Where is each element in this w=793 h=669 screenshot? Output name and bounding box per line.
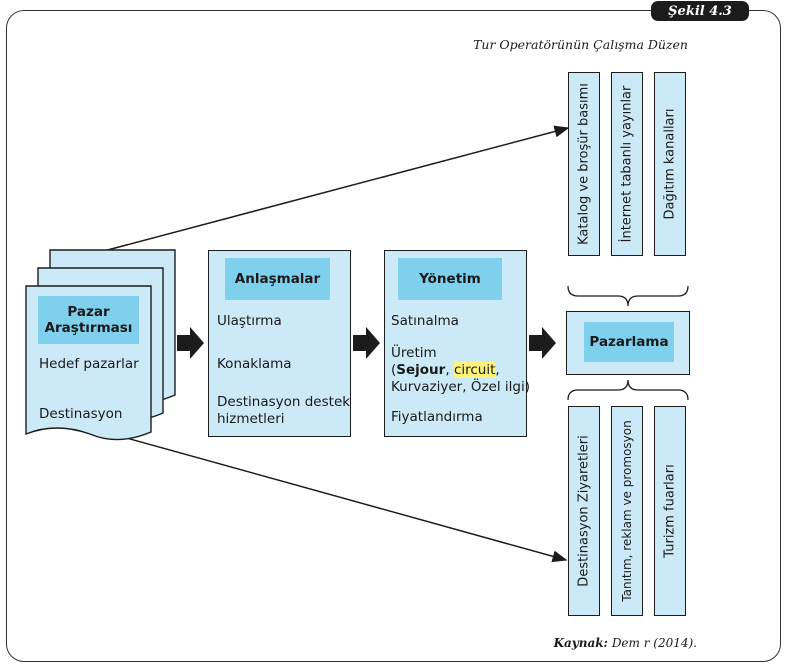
anlasmalar-item-destek: Destinasyon destek xyxy=(217,394,351,410)
yonetim-fiyat: Fiyatlandırma xyxy=(391,409,483,425)
anlasmalar-item-hizmetleri: hizmetleri xyxy=(217,411,285,427)
open-paren: ( xyxy=(391,362,397,378)
channel-fuarlar-label: Turizm fuarları xyxy=(662,464,678,558)
block-arrow-2 xyxy=(353,327,380,359)
pazar-title-line2: Araştırması xyxy=(44,320,133,336)
sejour-label: Sejour xyxy=(396,362,446,378)
pazar-title-line1: Pazar xyxy=(67,304,110,320)
source-text: Dem r (2014). xyxy=(611,636,697,650)
circuit-label: circuit xyxy=(453,362,496,378)
channel-dagitim-label: Dağıtım kanalları xyxy=(662,108,678,220)
top-brace xyxy=(567,285,689,307)
anlasmalar-item-ulastirma: Ulaştırma xyxy=(217,313,282,329)
pazar-item-hedef: Hedef pazarlar xyxy=(39,356,139,372)
arrow-to-bottom-channels xyxy=(104,431,568,563)
comma-2: , xyxy=(495,362,500,378)
comma-1: , xyxy=(445,362,454,378)
channel-internet: İnternet tabanlı yayınlar xyxy=(611,72,643,256)
anlasmalar-header: Anlaşmalar xyxy=(225,258,330,300)
figure-caption: Tur Operatörünün Çalışma Düzen xyxy=(473,37,688,52)
yonetim-uretim-line3: Kurvaziyer, Özel ilgi) xyxy=(391,379,530,395)
channel-katalog: Katalog ve broşür basımı xyxy=(568,72,600,256)
channel-tanitim-label: Tanıtım, reklam ve promosyon xyxy=(620,420,634,602)
block-arrow-3 xyxy=(529,327,556,359)
channel-tanitim: Tanıtım, reklam ve promosyon xyxy=(611,406,643,616)
arrow-to-top-channels xyxy=(99,125,570,253)
pazar-header: Pazar Araştırması xyxy=(38,296,139,344)
bottom-brace xyxy=(567,379,689,401)
source-note: Kaynak: Dem r (2014). xyxy=(554,636,697,650)
channel-dagitim: Dağıtım kanalları xyxy=(654,72,686,256)
channel-destinasyon-ziyaret: Destinasyon Ziyaretleri xyxy=(568,406,600,616)
block-arrow-1 xyxy=(177,327,204,359)
channel-destinasyon-ziyaret-label: Destinasyon Ziyaretleri xyxy=(576,435,592,587)
source-label: Kaynak: xyxy=(553,636,608,650)
channel-katalog-label: Katalog ve broşür basımı xyxy=(576,83,592,245)
yonetim-header: Yönetim xyxy=(398,258,502,300)
yonetim-uretim: Üretim xyxy=(391,345,437,361)
yonetim-uretim-types: (Sejour, circuit, xyxy=(391,362,500,379)
figure-frame xyxy=(6,10,781,662)
anlasmalar-item-konaklama: Konaklama xyxy=(217,356,292,372)
pazarlama-header: Pazarlama xyxy=(584,322,674,362)
channel-fuarlar: Turizm fuarları xyxy=(654,406,686,616)
figure-label: Şekil 4.3 xyxy=(651,1,749,21)
channel-internet-label: İnternet tabanlı yayınlar xyxy=(619,85,635,243)
yonetim-satinalma: Satınalma xyxy=(391,313,459,329)
pazar-item-destinasyon: Destinasyon xyxy=(39,406,123,422)
